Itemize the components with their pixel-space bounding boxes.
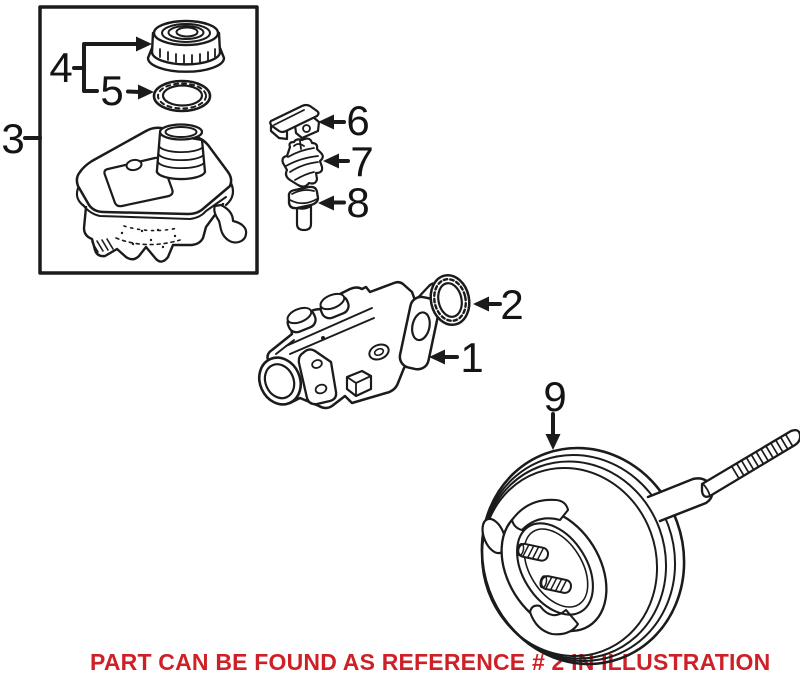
leader-arrow-8 [318,195,346,211]
leader-arrow-7 [323,153,350,169]
leader-arrow-1 [429,349,459,365]
part-label-4: 4 [49,44,72,91]
cap-seal-drawing [152,79,212,113]
retainer-clip-drawing [281,137,324,188]
leader-arrow-9 [545,412,561,450]
leader-arrow-2 [473,296,502,312]
reservoir-drawing [75,123,248,263]
brake-booster-drawing [480,428,800,666]
part-label-7: 7 [350,138,373,185]
cover-drawing [269,103,321,141]
leader-arrow-6 [318,114,346,130]
leader-arrow-4 [72,36,152,93]
part-label-3: 3 [1,115,24,162]
master-cylinder-drawing [257,280,449,410]
part-label-1: 1 [460,334,483,381]
seal-ring-drawing [429,273,471,327]
reservoir-detail-box [23,5,259,275]
part-label-5: 5 [100,67,123,114]
reference-caption: PART CAN BE FOUND AS REFERENCE # 2 IN IL… [90,649,771,675]
plug-drawing [287,185,320,232]
part-label-2: 2 [500,281,523,328]
leader-arrow-5 [126,84,154,100]
part-label-9: 9 [543,373,566,420]
reservoir-cap-drawing [146,19,226,73]
part-label-6: 6 [346,97,369,144]
rod-threads [731,433,794,480]
part-label-8: 8 [346,179,369,226]
